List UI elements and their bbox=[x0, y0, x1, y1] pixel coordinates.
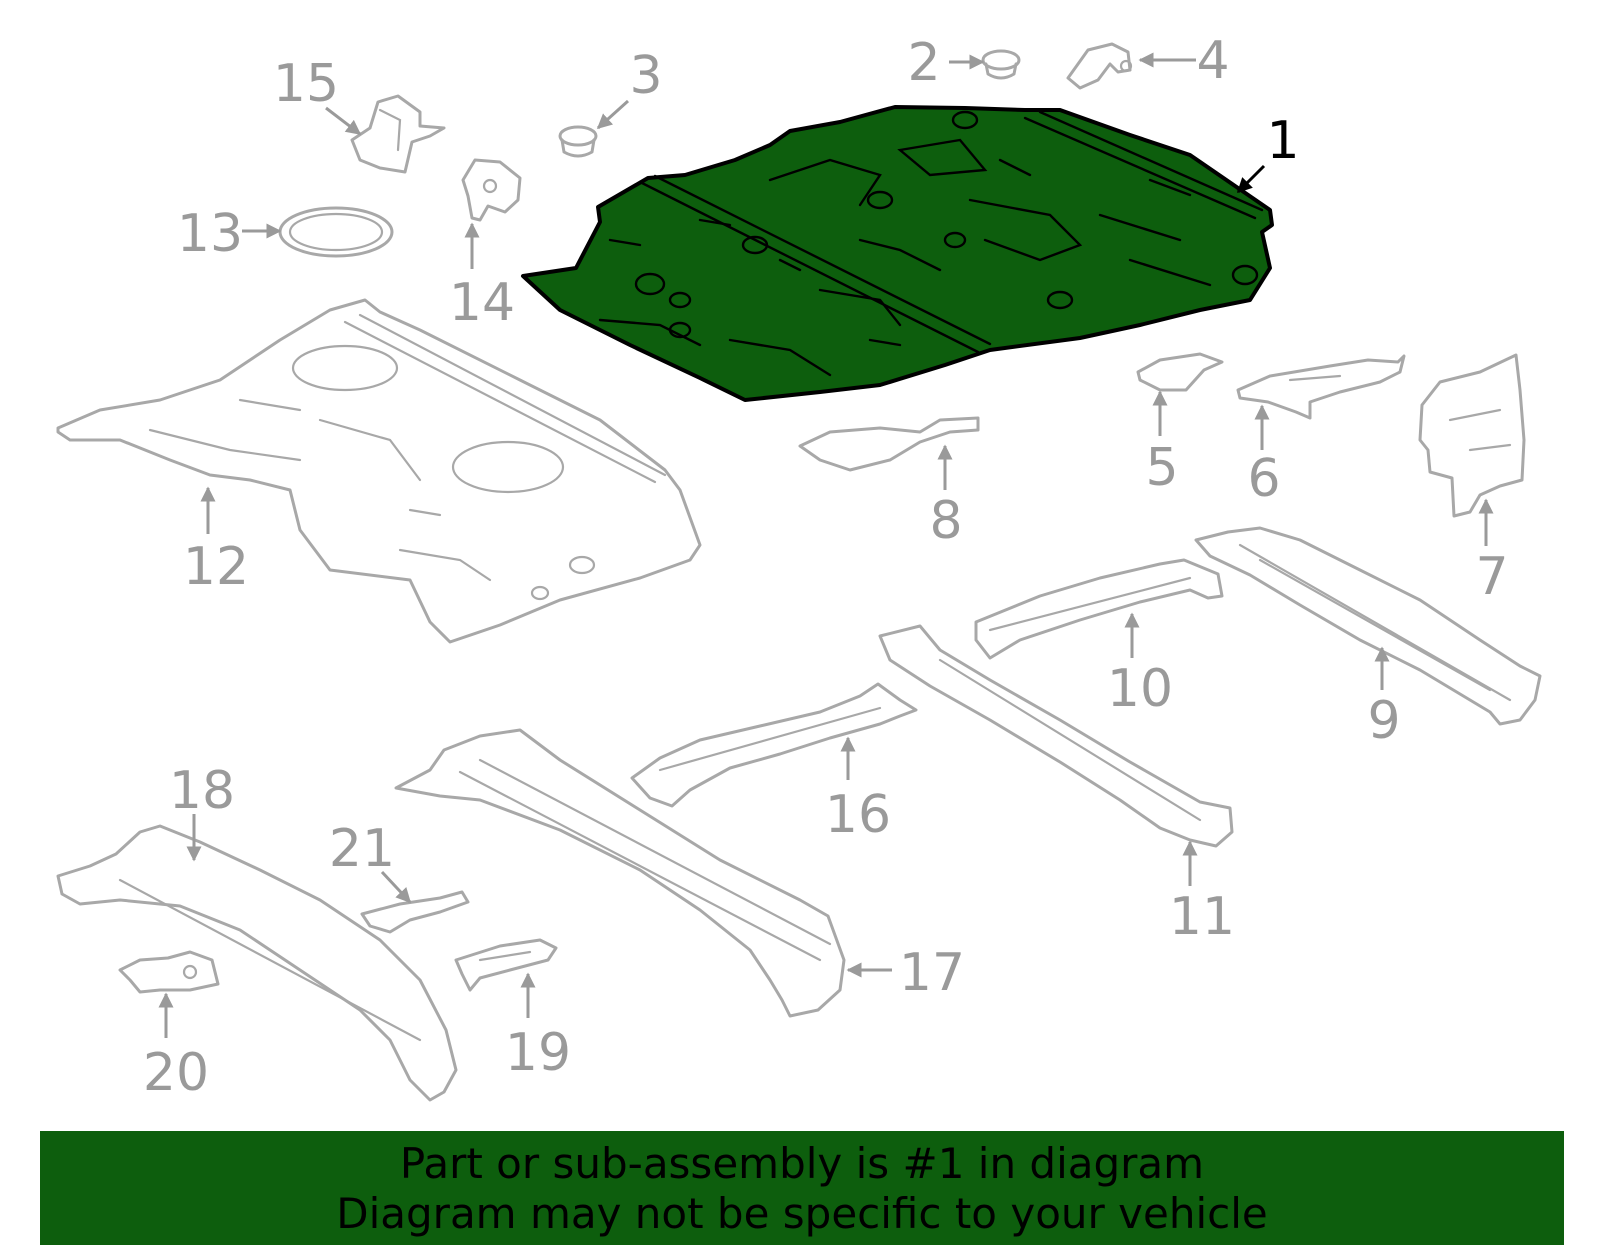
callout-20: 20 bbox=[143, 1043, 209, 1103]
part-7-side-panel[interactable] bbox=[1418, 353, 1526, 518]
callout-4: 4 bbox=[1196, 31, 1229, 91]
leader-lines bbox=[158, 52, 1494, 1038]
part-19-bracket[interactable] bbox=[454, 938, 558, 992]
info-banner: Part or sub-assembly is #1 in diagram Di… bbox=[40, 1131, 1564, 1245]
callout-16: 16 bbox=[825, 785, 891, 845]
callout-3: 3 bbox=[629, 46, 662, 106]
callout-7: 7 bbox=[1475, 547, 1508, 607]
callout-5: 5 bbox=[1145, 438, 1178, 498]
part-20-bracket[interactable] bbox=[118, 950, 220, 994]
callout-12: 12 bbox=[183, 537, 249, 597]
callout-14: 14 bbox=[449, 273, 515, 333]
part-6-bracket[interactable] bbox=[1236, 354, 1406, 420]
part-2-grommet[interactable] bbox=[981, 49, 1021, 80]
part-8-bracket[interactable] bbox=[798, 416, 980, 472]
callout-19: 19 bbox=[505, 1023, 571, 1083]
part-16-cross-member[interactable] bbox=[630, 682, 918, 808]
callout-13: 13 bbox=[177, 204, 243, 264]
part-17-side-rail[interactable] bbox=[394, 728, 846, 1018]
callout-8: 8 bbox=[929, 491, 962, 551]
callout-2: 2 bbox=[907, 33, 940, 93]
banner-line-2: Diagram may not be specific to your vehi… bbox=[336, 1189, 1268, 1238]
part-3-grommet[interactable] bbox=[558, 125, 598, 158]
callout-9: 9 bbox=[1367, 691, 1400, 751]
part-21-bracket[interactable] bbox=[360, 890, 470, 934]
callout-11: 11 bbox=[1169, 887, 1235, 947]
part-5-bracket[interactable] bbox=[1136, 352, 1224, 392]
part-12-rear-floor-pan[interactable] bbox=[56, 298, 702, 644]
part-1-floor-pan[interactable] bbox=[521, 105, 1274, 402]
part-4-bracket[interactable] bbox=[1066, 42, 1133, 90]
part-14-bracket[interactable] bbox=[461, 158, 522, 222]
callout-18: 18 bbox=[169, 761, 235, 821]
banner-line-1: Part or sub-assembly is #1 in diagram bbox=[399, 1139, 1205, 1188]
part-10-cross-member[interactable] bbox=[974, 558, 1224, 660]
part-15-bracket[interactable] bbox=[350, 94, 446, 174]
callout-1: 1 bbox=[1266, 111, 1299, 171]
callout-21: 21 bbox=[329, 819, 395, 879]
callout-6: 6 bbox=[1247, 449, 1280, 509]
parts-diagram: 1 2 3 4 5 6 7 8 9 10 11 12 13 14 15 16 1… bbox=[56, 31, 1542, 1103]
part-18-side-rail[interactable] bbox=[56, 824, 458, 1102]
callout-labels: 1 2 3 4 5 6 7 8 9 10 11 12 13 14 15 16 1… bbox=[143, 31, 1509, 1103]
part-13-seal-ring[interactable] bbox=[278, 206, 394, 258]
callout-15: 15 bbox=[273, 54, 339, 114]
callout-10: 10 bbox=[1107, 659, 1173, 719]
callout-17: 17 bbox=[899, 943, 965, 1003]
part-9-side-rail[interactable] bbox=[1194, 526, 1542, 726]
part-11-rocker-rail[interactable] bbox=[878, 624, 1234, 848]
